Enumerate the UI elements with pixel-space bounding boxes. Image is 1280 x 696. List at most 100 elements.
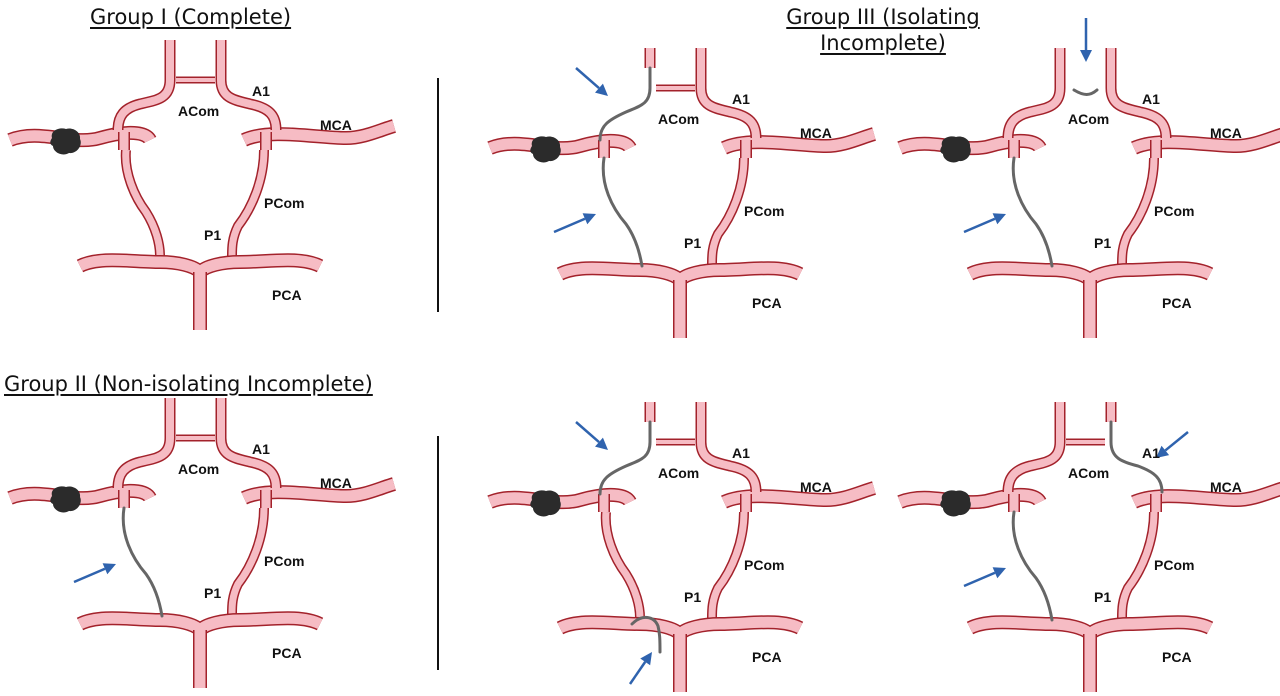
arrow-icon-left-a1 bbox=[575, 421, 608, 450]
left-ica-mca-vessel bbox=[7, 126, 157, 148]
missing-segment-left-a1 bbox=[598, 66, 652, 142]
label-p1: P1 bbox=[1094, 235, 1111, 251]
label-p1: P1 bbox=[1094, 589, 1111, 605]
label-acom: ACom bbox=[1068, 111, 1109, 127]
arrow-icon-left-a1 bbox=[575, 67, 608, 96]
arrow-icon-left-p1 bbox=[628, 652, 652, 685]
label-pcom: PCom bbox=[264, 195, 304, 211]
label-mca: MCA bbox=[1210, 125, 1242, 141]
right-pcom-vessel bbox=[707, 157, 749, 265]
clot-icon bbox=[50, 486, 81, 513]
label-pca: PCA bbox=[272, 287, 302, 303]
label-a1: A1 bbox=[732, 445, 750, 461]
missing-segment-acom bbox=[1072, 88, 1099, 96]
title-group-3-line-1: Group III (Isolating bbox=[786, 5, 980, 29]
label-a1: A1 bbox=[1142, 445, 1160, 461]
label-pcom: PCom bbox=[744, 203, 784, 219]
label-mca: MCA bbox=[1210, 479, 1242, 495]
right-a1-vessel bbox=[1105, 68, 1172, 139]
pca-vessel bbox=[76, 253, 324, 279]
label-pcom: PCom bbox=[1154, 557, 1194, 573]
left-a1-vessel bbox=[112, 418, 176, 489]
clot-icon bbox=[940, 136, 971, 163]
pca-vessel bbox=[76, 611, 324, 637]
label-mca: MCA bbox=[800, 479, 832, 495]
label-mca: MCA bbox=[320, 117, 352, 133]
label-acom: ACom bbox=[1068, 465, 1109, 481]
clot-icon bbox=[530, 490, 561, 517]
left-pcom-vessel bbox=[120, 149, 165, 257]
label-a1: A1 bbox=[252, 83, 270, 99]
right-pcom-vessel bbox=[227, 149, 269, 257]
label-mca: MCA bbox=[800, 125, 832, 141]
arrow-icon-acom bbox=[1080, 18, 1092, 62]
label-p1: P1 bbox=[684, 589, 701, 605]
left-ica-mca-vessel bbox=[897, 134, 1047, 156]
missing-segment-left-pcom bbox=[1011, 510, 1054, 622]
right-a1-vessel bbox=[695, 68, 762, 139]
label-pcom: PCom bbox=[1154, 203, 1194, 219]
label-pcom: PCom bbox=[264, 553, 304, 569]
right-a1-vessel bbox=[695, 422, 762, 493]
label-p1: P1 bbox=[684, 235, 701, 251]
label-pca: PCA bbox=[1162, 649, 1192, 665]
title-group-2: Group II (Non-isolating Incomplete) bbox=[4, 372, 373, 396]
left-ica-mca-vessel bbox=[487, 488, 637, 510]
clot-icon bbox=[530, 136, 561, 163]
label-pcom: PCom bbox=[744, 557, 784, 573]
left-ica-mca-vessel bbox=[7, 484, 157, 506]
right-pcom-vessel bbox=[1117, 511, 1159, 619]
arrow-icon-left-pcom bbox=[553, 213, 596, 234]
missing-segment-left-pcom bbox=[121, 506, 164, 618]
clot-icon bbox=[50, 128, 81, 155]
label-pca: PCA bbox=[752, 295, 782, 311]
label-pca: PCA bbox=[1162, 295, 1192, 311]
left-ica-mca-vessel bbox=[487, 134, 637, 156]
pca-vessel bbox=[966, 261, 1214, 287]
label-mca: MCA bbox=[320, 475, 352, 491]
missing-segment-left-p1 bbox=[630, 616, 662, 654]
label-acom: ACom bbox=[658, 465, 699, 481]
title-group-3-line-2: Incomplete) bbox=[820, 31, 946, 55]
arrow-icon-left-pcom bbox=[963, 213, 1006, 234]
missing-segment-left-pcom bbox=[1011, 156, 1054, 268]
right-a1-vessel bbox=[215, 60, 282, 131]
label-acom: ACom bbox=[178, 103, 219, 119]
arrow-icon-right-a1 bbox=[1156, 431, 1189, 458]
pca-vessel bbox=[966, 615, 1214, 641]
right-a1-vessel bbox=[215, 418, 282, 489]
missing-segment-left-pcom bbox=[601, 156, 644, 268]
arrow-icon-left-pcom bbox=[73, 563, 116, 584]
right-pcom-vessel bbox=[227, 507, 269, 615]
clot-icon bbox=[940, 490, 971, 517]
title-group-3: Group III (Isolating Incomplete) bbox=[738, 4, 1028, 56]
label-a1: A1 bbox=[732, 91, 750, 107]
left-a1-vessel bbox=[1002, 422, 1066, 493]
left-pcom-vessel bbox=[600, 511, 645, 619]
label-p1: P1 bbox=[204, 227, 221, 243]
arrow-icon-left-pcom bbox=[963, 567, 1006, 588]
divider-top bbox=[437, 78, 439, 312]
right-pcom-vessel bbox=[707, 511, 749, 619]
left-a1-vessel bbox=[1002, 68, 1066, 139]
left-ica-mca-vessel bbox=[897, 488, 1047, 510]
left-a1-vessel bbox=[112, 60, 176, 131]
label-acom: ACom bbox=[178, 461, 219, 477]
label-a1: A1 bbox=[252, 441, 270, 457]
missing-segment-right-a1 bbox=[1109, 420, 1164, 494]
label-p1: P1 bbox=[204, 585, 221, 601]
pca-vessel bbox=[556, 615, 804, 641]
right-pcom-vessel bbox=[1117, 157, 1159, 265]
missing-segment-left-a1 bbox=[598, 420, 652, 496]
pca-vessel bbox=[556, 261, 804, 287]
divider-bottom bbox=[437, 436, 439, 670]
title-group-1: Group I (Complete) bbox=[90, 5, 292, 29]
